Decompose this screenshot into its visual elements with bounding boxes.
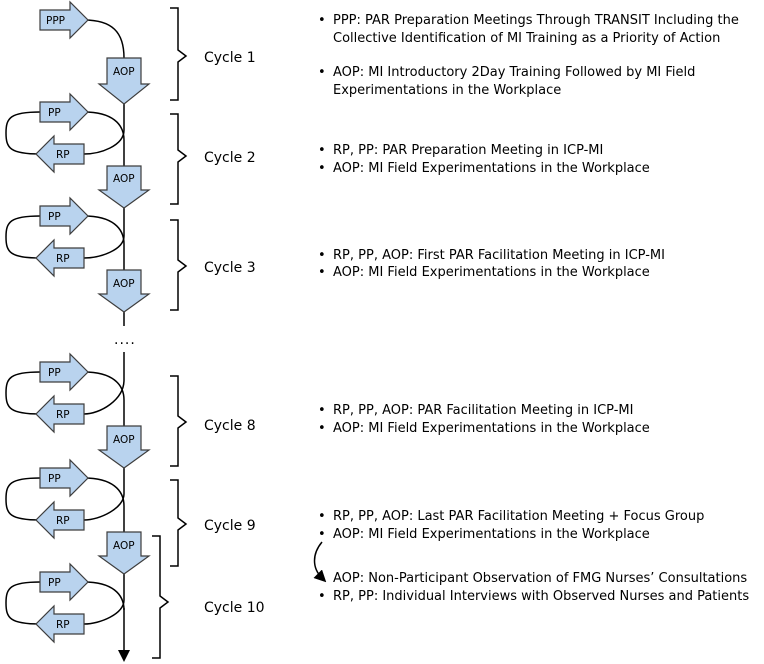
description-item: PPP: PAR Preparation Meetings Through TR… <box>333 13 739 28</box>
cycle-3-label: Cycle 3 <box>204 260 256 276</box>
description-item: RP, PP: Individual Interviews with Obser… <box>333 589 749 604</box>
pp-label: PP <box>48 367 61 379</box>
description-item: AOP: MI Field Experimentations in the Wo… <box>333 421 650 436</box>
bullet-dot: • <box>318 421 326 436</box>
rp-arrow-9: RP <box>35 500 85 540</box>
description-item: AOP: MI Field Experimentations in the Wo… <box>333 527 650 542</box>
aop-label: AOP <box>113 540 135 552</box>
rp-label: RP <box>56 515 70 527</box>
bullet-dot: • <box>318 248 326 263</box>
bullet-dot: • <box>318 265 326 280</box>
bullet-dot: • <box>318 143 326 158</box>
cycle-2-label: Cycle 2 <box>204 150 256 166</box>
bullet-dot: • <box>318 65 326 80</box>
aop-label: AOP <box>113 434 135 446</box>
rp-label: RP <box>56 409 70 421</box>
description-item: RP, PP, AOP: First PAR Facilitation Meet… <box>333 248 665 263</box>
pp-label: PP <box>48 211 61 223</box>
aop-label: AOP <box>113 173 135 185</box>
bullet-dot: • <box>318 509 326 524</box>
pp-label: PP <box>48 473 61 485</box>
pp-arrow-8: PP <box>39 352 89 392</box>
pp-arrow-3: PP <box>39 196 89 236</box>
bullet-dot: • <box>318 527 326 542</box>
bullet-dot: • <box>318 403 326 418</box>
aop-arrow-3: AOP <box>97 269 151 313</box>
description-item: AOP: MI Field Experimentations in the Wo… <box>333 161 650 176</box>
description-item: Collective Identification of MI Training… <box>333 31 720 46</box>
description-item: AOP: MI Introductory 2Day Training Follo… <box>333 65 695 80</box>
rp-label: RP <box>56 149 70 161</box>
rp-label: RP <box>56 253 70 265</box>
pp-label: PP <box>48 577 61 589</box>
description-item: AOP: MI Field Experimentations in the Wo… <box>333 265 650 280</box>
pp-label: PP <box>48 107 61 119</box>
bullet-dot: • <box>318 571 326 586</box>
connector-lines <box>5 19 130 662</box>
cycle-8-label: Cycle 8 <box>204 418 256 434</box>
bullet-dot: • <box>318 13 326 28</box>
transition-arrow <box>313 541 327 583</box>
bullet-dot: • <box>318 589 326 604</box>
rp-arrow-8: RP <box>35 394 85 434</box>
description-item: RP, PP, AOP: Last PAR Facilitation Meeti… <box>333 509 704 524</box>
description-item: RP, PP: PAR Preparation Meeting in ICP-M… <box>333 143 603 158</box>
aop-label: AOP <box>113 66 135 78</box>
rp-arrow-3: RP <box>35 238 85 278</box>
description-item: RP, PP, AOP: PAR Facilitation Meeting in… <box>333 403 633 418</box>
description-item: AOP: Non-Participant Observation of FMG … <box>333 571 747 586</box>
pp-arrow-10: PP <box>39 562 89 602</box>
description-item: Experimentations in the Workplace <box>333 83 561 98</box>
pp-arrow-2: PP <box>39 92 89 132</box>
description-list: • PPP: PAR Preparation Meetings Through … <box>318 13 749 604</box>
cycle-9-label: Cycle 9 <box>204 518 256 534</box>
bullet-dot: • <box>318 161 326 176</box>
aop-arrow-9: AOP <box>97 531 151 575</box>
rp-label: RP <box>56 619 70 631</box>
cycle-1-label: Cycle 1 <box>204 50 256 66</box>
aop-label: AOP <box>113 278 135 290</box>
pp-arrow-9: PP <box>39 458 89 498</box>
ppp-arrow: PPP <box>39 0 89 40</box>
brackets <box>152 7 188 659</box>
ellipsis: .... <box>114 332 136 348</box>
aop-arrow-2: AOP <box>97 165 151 209</box>
aop-arrow-8: AOP <box>97 425 151 469</box>
rp-arrow-2: RP <box>35 134 85 174</box>
ppp-label: PPP <box>46 15 65 27</box>
rp-arrow-10: RP <box>35 604 85 644</box>
cycle-10-label: Cycle 10 <box>204 600 265 616</box>
aop-arrow-1: AOP <box>97 57 151 105</box>
